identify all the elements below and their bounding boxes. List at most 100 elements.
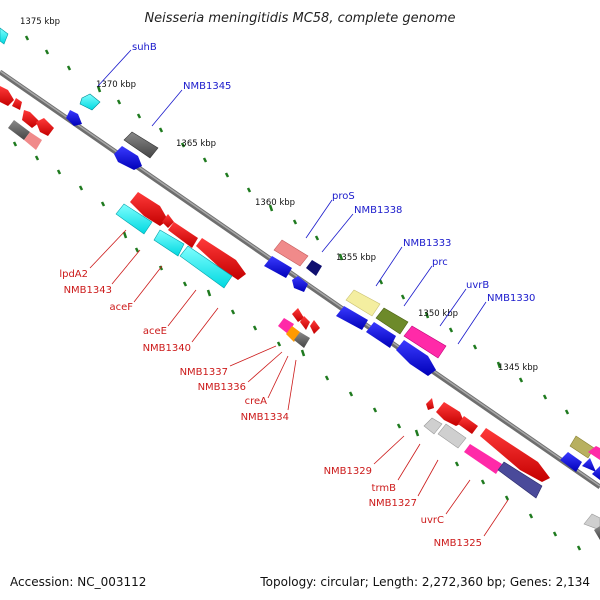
map-title: Neisseria meningitidis MC58, complete ge… [144, 11, 455, 26]
gene-label-aceE[interactable]: aceE [143, 326, 167, 337]
gene-arrow [426, 398, 434, 410]
gene-arrow [458, 416, 478, 434]
gene-arrow [582, 458, 596, 472]
leader-line [167, 289, 197, 327]
gene-block [123, 131, 159, 159]
gene-arrow [480, 428, 550, 482]
gene-label-trmB[interactable]: trmB [372, 483, 397, 494]
feature-blocks-inner [0, 86, 600, 540]
gene-arrow [114, 146, 142, 170]
forward-gene-labels: suhB NMB1345 proS NMB1338 NMB1333 prc uv… [97, 42, 535, 345]
leader-line [111, 249, 141, 285]
gene-block [24, 132, 42, 150]
gene-block [345, 289, 381, 317]
outer-scale-ticks [24, 35, 570, 415]
gene-block [8, 120, 30, 140]
leader-line [375, 246, 403, 287]
gene-block [286, 326, 300, 342]
feature-blocks-outer [0, 27, 600, 480]
gene-arrow [292, 308, 304, 322]
kbp-label-1365: 1365 kbp [176, 139, 216, 149]
gene-block [273, 239, 309, 267]
leader-line [417, 459, 439, 497]
leader-line [191, 307, 219, 343]
gene-arrow [310, 320, 320, 334]
gene-arrow [36, 118, 54, 136]
gene-label-NMB1333[interactable]: NMB1333 [403, 238, 451, 249]
gene-label-uvrC[interactable]: uvrC [421, 515, 444, 526]
leader-line [151, 89, 183, 127]
gene-block [179, 245, 233, 289]
leader-line [397, 443, 421, 481]
gene-block [423, 417, 443, 435]
gene-arrow [592, 466, 600, 480]
gene-label-NMB1329[interactable]: NMB1329 [324, 466, 372, 477]
leader-line [247, 351, 283, 383]
gene-block [403, 325, 447, 359]
gene-arrow [196, 238, 246, 280]
leader-line [267, 355, 289, 399]
gene-block [153, 229, 185, 257]
gene-label-NMB1338[interactable]: NMB1338 [354, 205, 402, 216]
gene-block [79, 93, 101, 111]
leader-line [97, 49, 132, 87]
gene-arrow [66, 110, 82, 126]
gene-label-NMB1334[interactable]: NMB1334 [241, 412, 289, 423]
leader-line [305, 199, 333, 239]
reverse-gene-labels: lpdA2 NMB1343 aceF aceE NMB1340 NMB1337 … [59, 229, 509, 549]
gene-arrow [366, 322, 396, 348]
inner-scale-ticks [12, 141, 582, 551]
gene-label-aceF[interactable]: aceF [109, 302, 133, 313]
gene-label-NMB1336[interactable]: NMB1336 [198, 382, 246, 393]
gene-label-NMB1340[interactable]: NMB1340 [143, 343, 191, 354]
gene-arrow [168, 222, 198, 248]
leader-line [457, 301, 487, 345]
gene-block [115, 203, 153, 235]
leader-line [483, 499, 509, 537]
leader-line [321, 213, 354, 253]
gene-label-proS[interactable]: proS [332, 191, 355, 202]
gene-arrow [396, 340, 436, 376]
leader-line [439, 288, 467, 327]
gene-block [497, 461, 543, 499]
gene-label-NMB1343[interactable]: NMB1343 [64, 285, 112, 296]
leader-line [403, 265, 433, 307]
gene-arrow [264, 256, 292, 278]
gene-arrow [560, 452, 582, 472]
kbp-label-1355: 1355 kbp [336, 253, 376, 263]
gene-arrow [22, 110, 40, 128]
gene-label-suhB[interactable]: suhB [132, 42, 157, 53]
gene-arrow [336, 306, 368, 330]
gene-label-uvrB[interactable]: uvrB [466, 280, 489, 291]
gene-label-NMB1325[interactable]: NMB1325 [434, 538, 482, 549]
gene-block [437, 423, 467, 449]
leader-line [445, 479, 471, 515]
gene-label-creA[interactable]: creA [245, 396, 268, 407]
kbp-label-1375: 1375 kbp [20, 17, 60, 27]
gene-label-NMB1345[interactable]: NMB1345 [183, 81, 231, 92]
leader-line [133, 265, 163, 303]
leader-line [89, 229, 127, 269]
gene-block [306, 260, 322, 276]
gene-arrow [300, 316, 310, 330]
gene-block [594, 526, 600, 540]
leader-line [373, 435, 405, 465]
kbp-label-1345: 1345 kbp [498, 363, 538, 373]
accession-text: Accession: NC_003112 [10, 575, 146, 589]
gene-arrow [12, 98, 22, 110]
gene-block [294, 332, 310, 348]
gene-label-NMB1327[interactable]: NMB1327 [369, 498, 417, 509]
leader-line [287, 359, 297, 411]
gene-label-lpdA2[interactable]: lpdA2 [59, 269, 88, 280]
gene-block [0, 27, 9, 45]
gene-label-prc[interactable]: prc [432, 257, 448, 268]
kbp-label-1350: 1350 kbp [418, 309, 458, 319]
gene-arrow [130, 192, 168, 226]
gene-arrow [436, 402, 464, 426]
gene-label-NMB1337[interactable]: NMB1337 [180, 367, 228, 378]
kbp-label-1370: 1370 kbp [96, 80, 136, 90]
gene-block [375, 307, 409, 335]
gene-block [464, 444, 502, 474]
gene-label-NMB1330[interactable]: NMB1330 [487, 293, 535, 304]
gene-block [569, 435, 595, 459]
